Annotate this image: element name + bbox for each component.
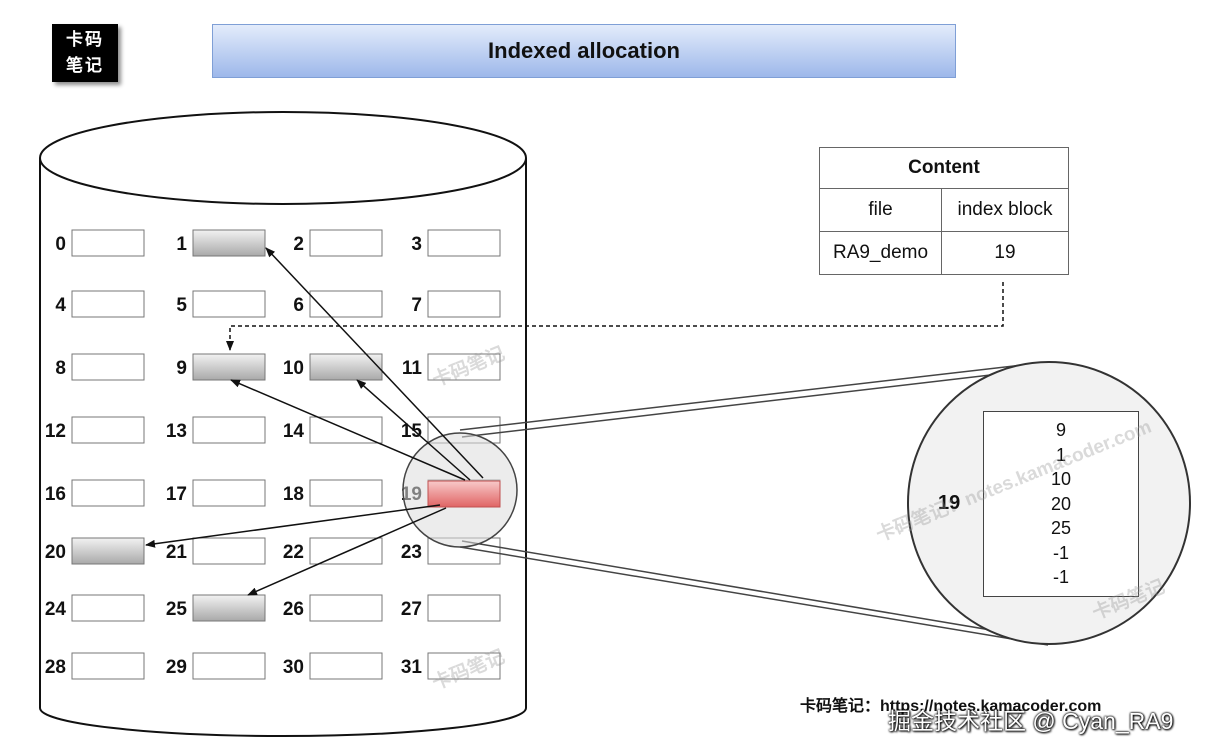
- disk-block-5: [192, 290, 266, 318]
- index-entry: 20: [1050, 493, 1072, 514]
- disk-block-28: [71, 652, 145, 680]
- table-header: Content: [819, 147, 1069, 189]
- disk-block-12: [71, 416, 145, 444]
- pointer-arrow-to-20: [145, 504, 441, 548]
- pointer-arrow-to-1: [265, 247, 484, 479]
- credit-text: 掘金技术社区 @ Cyan_RA9: [888, 708, 1174, 734]
- index-entry: -1: [1052, 542, 1069, 563]
- disk-block-1: [192, 229, 266, 257]
- title-text: Indexed allocation: [488, 38, 680, 63]
- disk-cylinder-body: [39, 158, 527, 737]
- table-col-file: file: [819, 188, 942, 232]
- logo-line1: 卡码: [66, 30, 104, 50]
- disk-block-26: [309, 594, 383, 622]
- table-cell-index: 19: [941, 231, 1069, 275]
- block-number-11: 11: [402, 358, 423, 379]
- disk-block-18: [309, 479, 383, 507]
- disk-block-3: [427, 229, 501, 257]
- footer-url: 卡码笔记：https://notes.kamacoder.com: [800, 698, 1102, 715]
- block-number-8: 8: [55, 358, 66, 379]
- block-number-6: 6: [293, 295, 304, 316]
- block-19-highlight: [427, 480, 501, 508]
- disk-block-9: [192, 353, 266, 381]
- index-block-contents: 9 1 10 20 25 -1 -1: [983, 411, 1139, 597]
- disk-block-10: [309, 353, 383, 381]
- zoom-line-bottom-1: [459, 546, 1049, 646]
- disk-block-4: [71, 290, 145, 318]
- block-number-26: 26: [283, 599, 304, 620]
- index-entry: -1: [1052, 567, 1069, 587]
- disk-block-31: [427, 652, 501, 680]
- block-number-28: 28: [45, 657, 66, 678]
- block-number-10: 10: [283, 358, 304, 379]
- disk-block-13: [192, 416, 266, 444]
- index-entry: 10: [1050, 469, 1072, 489]
- page-title: Indexed allocation: [212, 24, 956, 78]
- index-entry: 25: [1050, 518, 1072, 538]
- pointer-arrow-to-9: [230, 379, 466, 481]
- block-number-16: 16: [45, 484, 66, 505]
- block-number-29: 29: [166, 657, 187, 678]
- disk-block-25: [192, 594, 266, 622]
- block-number-20: 20: [45, 542, 66, 563]
- table-cell-file: RA9_demo: [819, 231, 942, 275]
- block-number-3: 3: [411, 234, 422, 255]
- zoom-block-label: 19: [938, 492, 961, 514]
- block-number-5: 5: [176, 295, 187, 316]
- disk-cylinder-top: [39, 111, 527, 205]
- disk-block-20: [71, 537, 145, 565]
- table-col-index: index block: [941, 188, 1069, 232]
- block-number-9: 9: [176, 358, 187, 379]
- block-number-25: 25: [166, 599, 188, 620]
- block-number-2: 2: [293, 234, 304, 255]
- block-number-27: 27: [401, 599, 422, 620]
- disk-block-30: [309, 652, 383, 680]
- disk-block-22: [309, 537, 383, 565]
- block-number-18: 18: [283, 484, 304, 505]
- index-entry: 9: [1055, 420, 1066, 440]
- block-number-13: 13: [166, 421, 187, 442]
- disk-block-24: [71, 594, 145, 622]
- block-number-22: 22: [283, 542, 304, 563]
- block-number-1: 1: [176, 234, 187, 255]
- block-number-12: 12: [45, 421, 66, 442]
- pointer-arrow-to-25: [247, 507, 447, 596]
- disk-block-29: [192, 652, 266, 680]
- disk-block-0: [71, 229, 145, 257]
- block-number-14: 14: [283, 421, 305, 442]
- disk-block-7: [427, 290, 501, 318]
- zoom-line-top-1: [459, 361, 1049, 431]
- zoom-line-bottom-2: [461, 540, 1051, 641]
- logo-line2: 笔记: [66, 56, 104, 76]
- disk-block-21: [192, 537, 266, 565]
- disk-block-6: [309, 290, 383, 318]
- disk-block-11: [427, 353, 501, 381]
- block-number-23: 23: [401, 542, 422, 563]
- disk-block-16: [71, 479, 145, 507]
- pointer-arrow-to-10: [356, 379, 471, 481]
- pointer-arrows: [145, 247, 484, 596]
- block-number-15: 15: [401, 421, 423, 442]
- block-number-17: 17: [166, 484, 187, 505]
- disk-block-8: [71, 353, 145, 381]
- content-table: Content file index block RA9_demo 19: [819, 147, 1069, 275]
- disk-block-2: [309, 229, 383, 257]
- block-number-30: 30: [283, 657, 304, 678]
- block-number-7: 7: [411, 295, 422, 316]
- index-entry: 1: [1055, 444, 1066, 465]
- block-number-31: 31: [401, 657, 423, 678]
- block-number-24: 24: [45, 599, 67, 620]
- block-number-4: 4: [55, 295, 66, 316]
- index-pointer-dashed: [226, 282, 1004, 351]
- block-number-0: 0: [55, 234, 66, 255]
- disk-block-17: [192, 479, 266, 507]
- zoom-line-top-2: [461, 367, 1051, 438]
- disk-block-27: [427, 594, 501, 622]
- logo: 卡码 笔记: [52, 24, 118, 82]
- block-number-21: 21: [166, 542, 188, 563]
